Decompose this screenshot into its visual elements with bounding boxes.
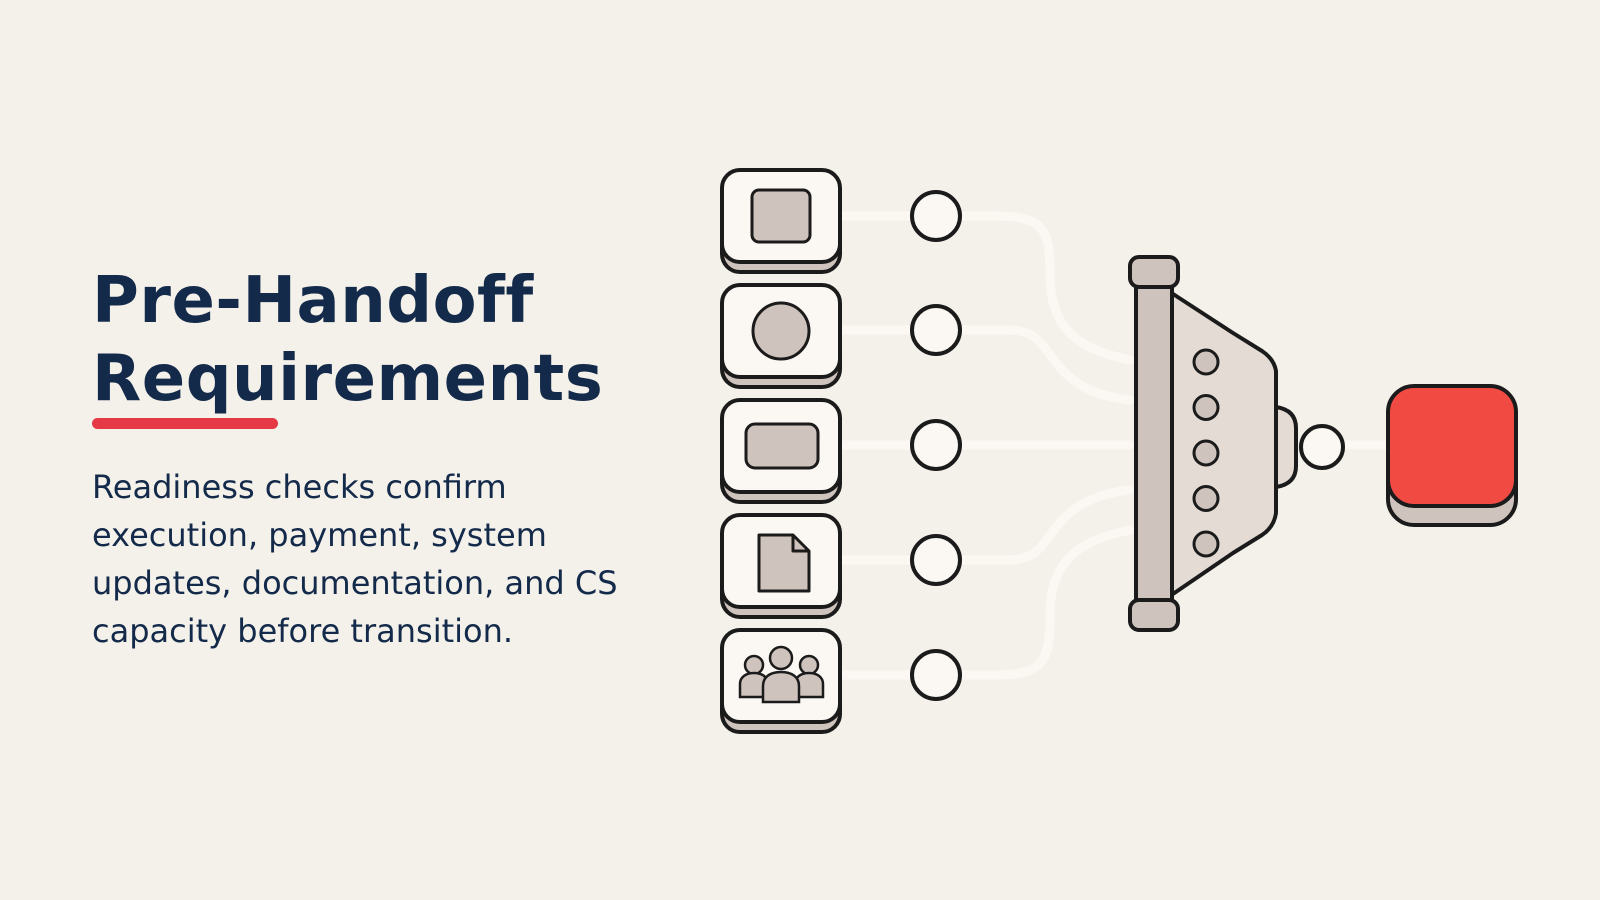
square-icon <box>750 188 812 244</box>
title-underline <box>92 418 278 429</box>
slide-title: Pre-Handoff Requirements <box>92 262 652 418</box>
node-circle-5 <box>910 649 962 701</box>
node-circle-2 <box>910 304 962 356</box>
connector-line-1 <box>821 211 1135 365</box>
input-card-1 <box>720 168 842 274</box>
document-icon <box>757 533 811 593</box>
funnel-indicator-1 <box>1192 348 1220 376</box>
input-card-4 <box>720 513 842 619</box>
title-line-1: Pre-Handoff <box>92 264 534 338</box>
input-card-2 <box>720 283 842 389</box>
funnel-indicator-5 <box>1192 530 1220 558</box>
node-circles <box>910 190 962 701</box>
output-block <box>1386 384 1518 527</box>
funnel-indicator-2 <box>1192 394 1220 421</box>
rectangle-icon <box>744 422 820 470</box>
funnel-indicator-3 <box>1192 439 1220 467</box>
input-card-3 <box>720 398 842 504</box>
node-circle-1 <box>910 190 962 242</box>
node-circle-4 <box>910 534 962 586</box>
funnel-aggregator <box>1128 255 1298 632</box>
node-circle-3 <box>910 419 962 471</box>
input-card-5 <box>720 628 842 734</box>
circle-icon <box>751 301 811 361</box>
title-line-2: Requirements <box>92 342 604 416</box>
funnel-indicator-4 <box>1192 485 1220 512</box>
funnel-indicators <box>1192 348 1220 558</box>
connector-line-5 <box>821 525 1135 680</box>
slide-body: Readiness checks confirm execution, paym… <box>92 468 618 650</box>
output-node-circle <box>1299 424 1345 470</box>
people-icon <box>738 645 825 704</box>
text-block: Pre-Handoff Requirements Readiness check… <box>92 262 652 655</box>
